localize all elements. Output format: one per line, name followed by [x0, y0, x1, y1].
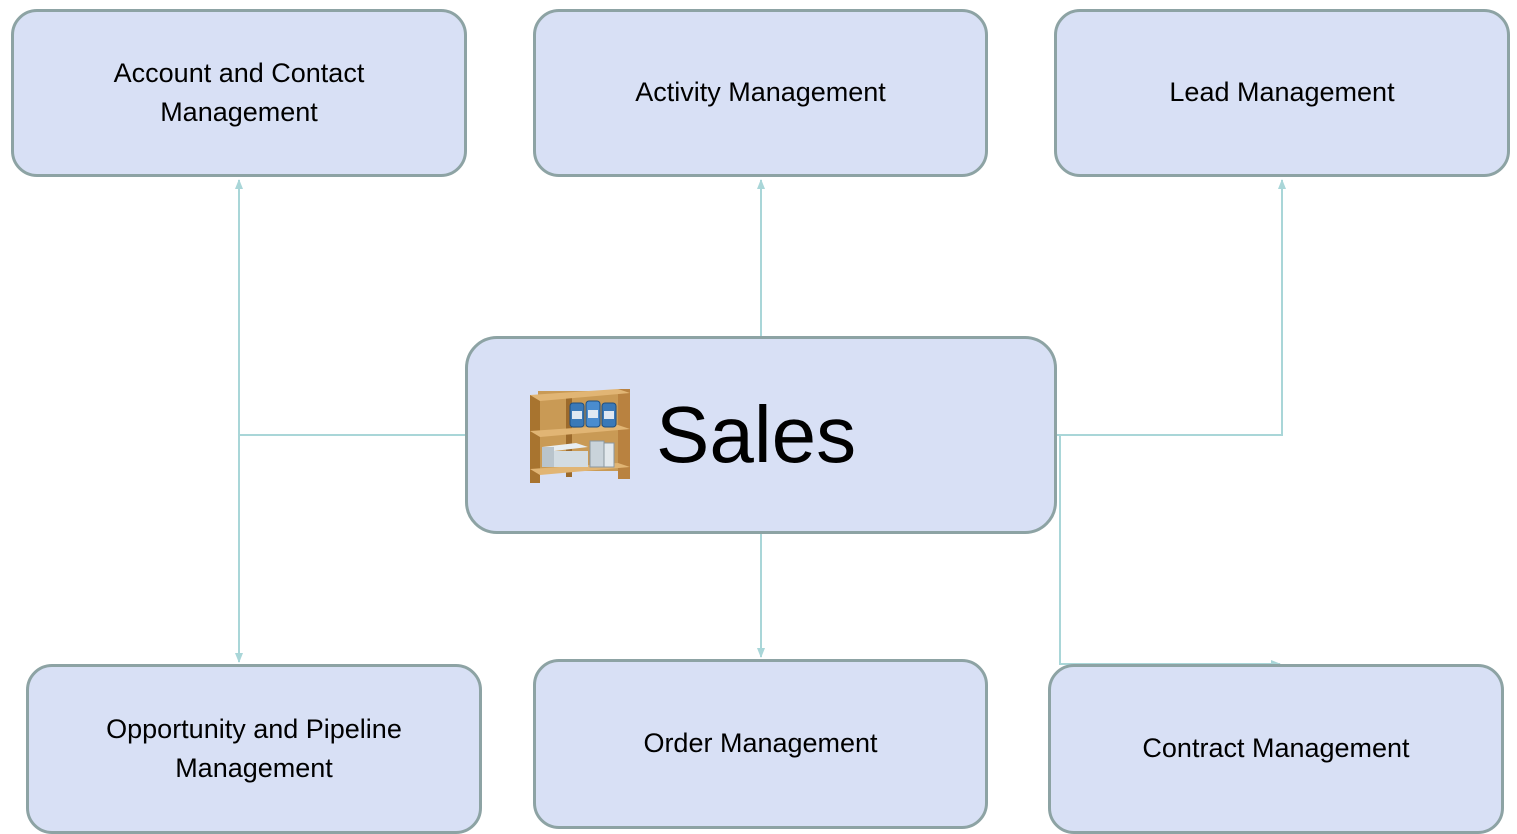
- connector-to-lead: [1057, 179, 1286, 436]
- node-sales: Sales: [465, 336, 1057, 534]
- sales-title: Sales: [656, 390, 857, 479]
- node-label: Lead Management: [1169, 77, 1395, 108]
- node-opportunity-pipeline-management: Opportunity and Pipeline Management: [26, 664, 482, 834]
- node-label: Opportunity and Pipeline Management: [106, 713, 402, 783]
- node-label: Contract Management: [1142, 733, 1410, 764]
- node-label: Order Management: [643, 728, 878, 759]
- node-activity-management: Activity Management: [533, 9, 988, 177]
- node-label: Account and Contact Management: [113, 57, 365, 127]
- connector-to-account: [235, 179, 465, 436]
- node-account-contact-management: Account and Contact Management: [11, 9, 467, 177]
- shelf-storage-icon: [530, 389, 630, 483]
- node-contract-management: Contract Management: [1048, 664, 1504, 834]
- node-label: Activity Management: [635, 77, 886, 108]
- connector-to-contract: [1059, 435, 1281, 668]
- node-order-management: Order Management: [533, 659, 988, 829]
- node-lead-management: Lead Management: [1054, 9, 1510, 177]
